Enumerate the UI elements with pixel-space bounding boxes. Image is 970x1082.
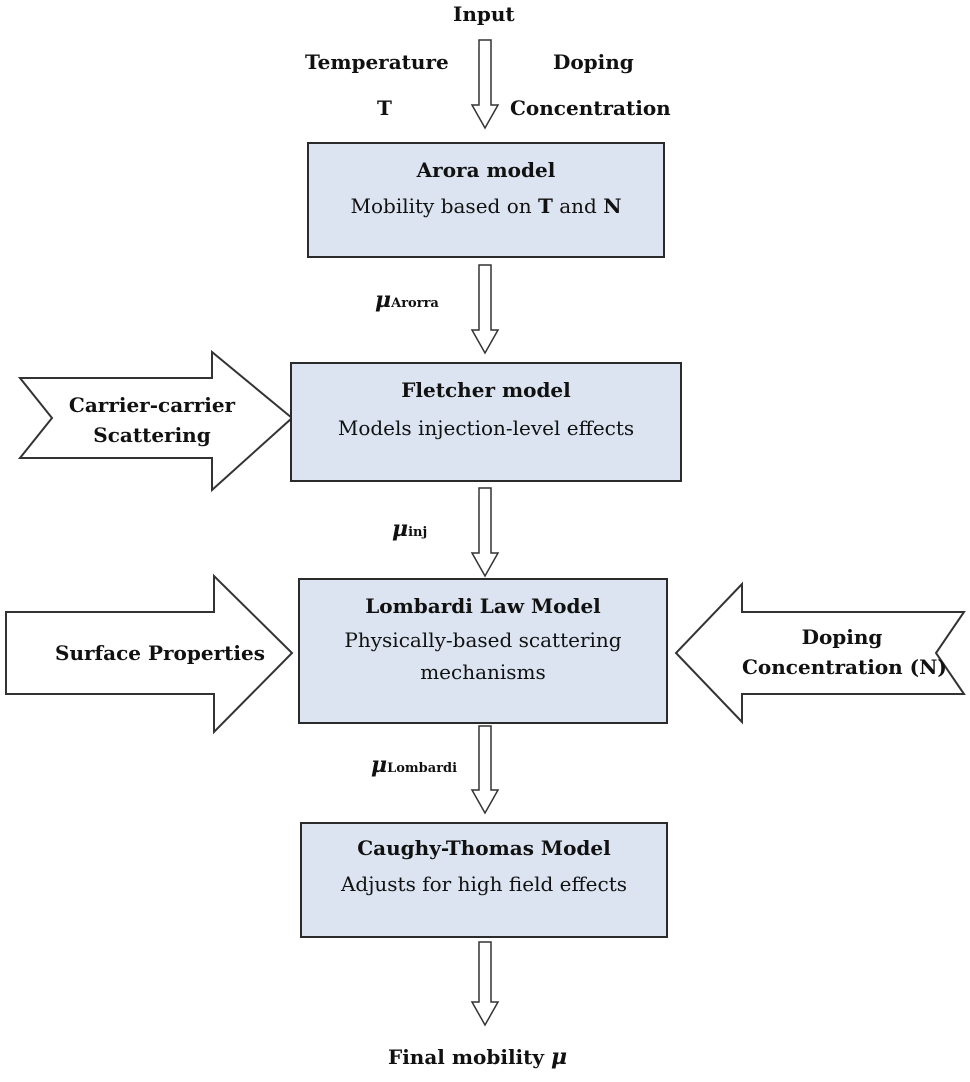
carrier-line2: Scattering (93, 423, 211, 447)
doping-concentration-label: Doping Concentration (N) (742, 622, 947, 682)
mu-inj-sub: inj (408, 525, 428, 540)
arora-title: Arora model (416, 158, 556, 182)
final-mobility-symbol: μ (550, 1044, 568, 1070)
doping-line1: Doping (801, 625, 883, 649)
carrier-line1: Carrier-carrier (68, 393, 236, 417)
final-mobility-text: Final mobility (388, 1045, 551, 1069)
fletcher-title: Fletcher model (401, 378, 571, 402)
arora-description: Mobility based on T and N (309, 190, 663, 222)
arrow-input-to-arora (470, 39, 500, 130)
arrow-surface-properties (5, 573, 294, 735)
caughy-title: Caughy-Thomas Model (357, 836, 611, 860)
mu-symbol: μ (371, 752, 388, 778)
input-title: Input (453, 2, 515, 26)
arrow-carrier-scattering (17, 349, 294, 493)
arrow-caughy-to-output (470, 941, 500, 1027)
arrow-doping-concentration (674, 581, 966, 725)
lombardi-model-box: Lombardi Law Model Physically-based scat… (298, 578, 668, 724)
final-mobility-label: Final mobility μ (388, 1044, 567, 1070)
arora-model-box: Arora model Mobility based on T and N (307, 142, 665, 258)
mu-lombardi-sub: Lombardi (387, 761, 458, 776)
arrow-lombardi-to-caughy (470, 725, 500, 815)
arora-desc-t: T (537, 194, 553, 218)
arrow-fletcher-to-lombardi (470, 487, 500, 578)
mu-symbol: μ (375, 287, 392, 313)
fletcher-model-box: Fletcher model Models injection-level ef… (290, 362, 682, 482)
surface-properties-label: Surface Properties (55, 641, 265, 665)
caughy-thomas-model-box: Caughy-Thomas Model Adjusts for high fie… (300, 822, 668, 938)
lombardi-description-line2: mechanisms (420, 660, 546, 684)
carrier-scattering-label: Carrier-carrier Scattering (52, 390, 252, 450)
lombardi-title: Lombardi Law Model (365, 594, 601, 618)
mu-arorra-label: μArorra (375, 287, 439, 313)
mu-inj-label: μinj (392, 516, 427, 542)
arora-desc-and: and (552, 194, 604, 218)
mu-arorra-sub: Arorra (391, 296, 439, 311)
mu-symbol: μ (392, 516, 409, 542)
arora-desc-n: N (603, 194, 622, 218)
arrow-arora-to-fletcher (470, 264, 500, 355)
fletcher-description: Models injection-level effects (337, 416, 635, 440)
doping-label: Doping (553, 50, 634, 74)
concentration-label: Concentration (510, 96, 671, 120)
caughy-description: Adjusts for high field effects (340, 872, 628, 896)
temperature-label: Temperature (305, 50, 449, 74)
lombardi-description-line1: Physically-based scattering (344, 628, 622, 652)
mu-lombardi-label: μLombardi (371, 752, 457, 778)
temperature-symbol: T (377, 96, 392, 120)
arora-desc-prefix: Mobility based on (350, 194, 538, 218)
doping-line2: Concentration (N) (742, 655, 947, 679)
